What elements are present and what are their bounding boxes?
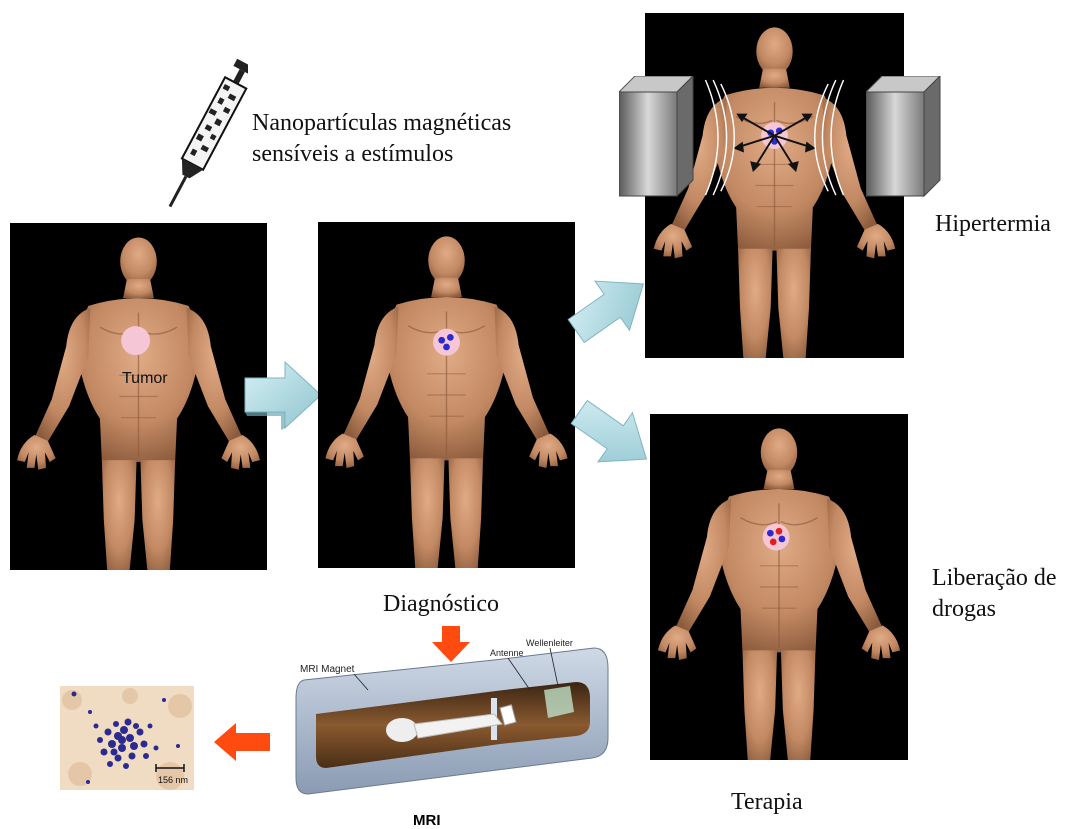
nanoparticle (438, 337, 445, 344)
arrow-left-icon (214, 723, 270, 761)
scale-bar-label: 156 nm (158, 775, 188, 785)
diagnostico-label: Diagnóstico (383, 589, 499, 620)
magnet-block-icon (619, 76, 694, 198)
magnet-block-icon (866, 76, 941, 198)
panel-tumor: Tumor (10, 223, 267, 570)
mri-caption: MRI (413, 812, 441, 829)
drug-particle (770, 538, 777, 545)
body-figure (10, 223, 267, 570)
panel-drug-release (650, 414, 908, 760)
liberacao-line1: Liberação de (932, 563, 1057, 594)
liberacao-label: Liberação de drogas (932, 563, 1057, 625)
mri-magnet-label: MRI Magnet (300, 664, 355, 675)
nanoparticle (447, 334, 454, 341)
nanoparticle (443, 344, 450, 351)
microscopy-image: 156 nm (60, 686, 194, 790)
syringe-caption-line1: Nanopartículas magnéticas (252, 108, 511, 139)
arrow-up-right-icon (563, 268, 655, 348)
mri-scanner-illustration: MRI Magnet Antenne Wellenleiter (294, 628, 610, 798)
antenne-label: Antenne (490, 648, 524, 658)
tumor-label: Tumor (122, 370, 168, 388)
arrow-right-icon (243, 360, 323, 430)
arrow-down-right-icon (566, 395, 658, 475)
liberacao-line2: drogas (932, 594, 1057, 625)
hipertermia-label: Hipertermia (935, 209, 1051, 240)
tumor-marker (121, 326, 150, 355)
terapia-label: Terapia (731, 787, 803, 818)
panel-diagnostic (318, 222, 575, 568)
body-figure (650, 414, 908, 760)
drug-particle (776, 528, 783, 535)
wellenleiter-label: Wellenleiter (526, 638, 573, 648)
syringe-caption-line2: sensíveis a estímulos (252, 139, 511, 170)
syringe-icon (168, 52, 248, 218)
body-figure (318, 222, 575, 568)
syringe-caption: Nanopartículas magnéticas sensíveis a es… (252, 108, 511, 170)
